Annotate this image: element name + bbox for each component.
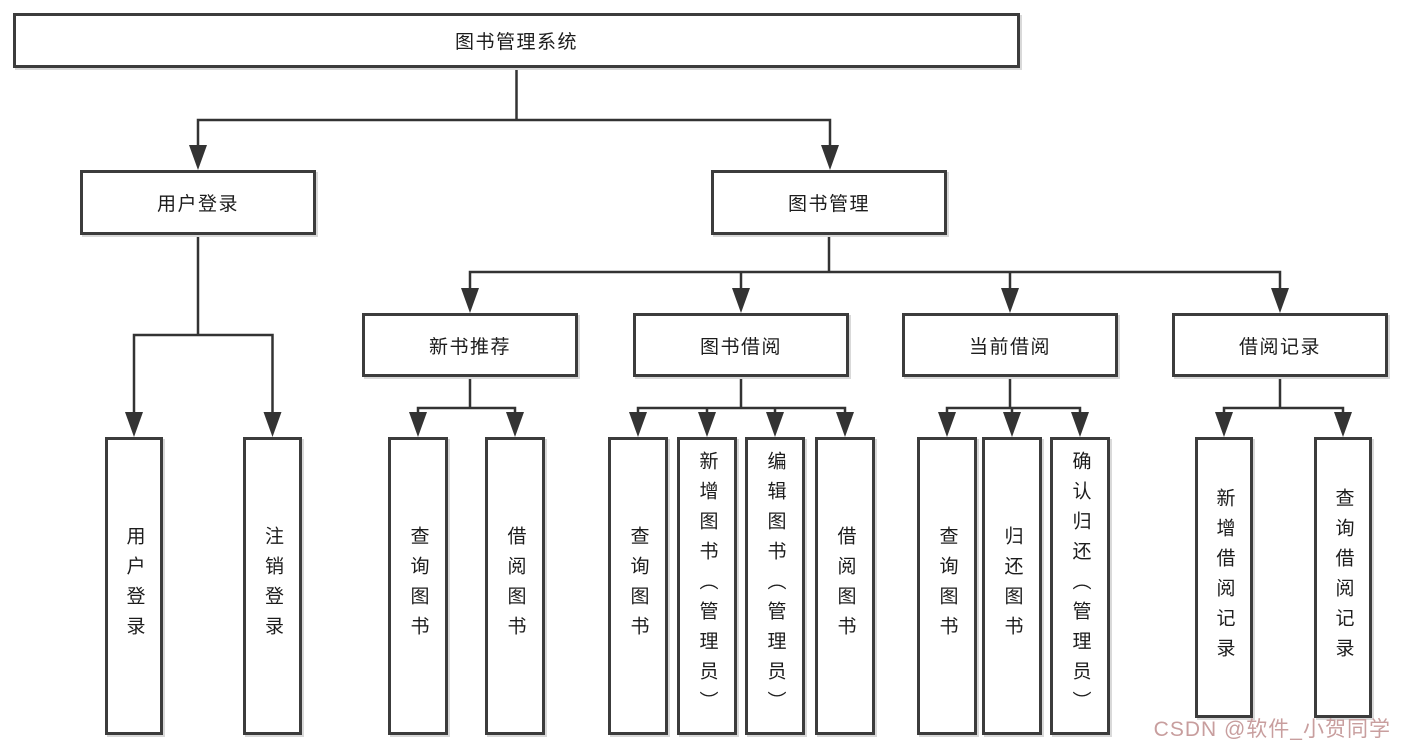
arrow-down-icon [1215,412,1233,437]
edge-borrow-records-group [1222,375,1345,416]
node-root-system: 图书管理系统 [13,13,1020,68]
leaf-return-books: 归还图书 [982,437,1042,735]
arrow-down-icon [1071,412,1089,437]
arrow-down-icon [821,145,839,170]
edge-new-book-group [416,375,517,416]
arrow-down-icon [1271,288,1289,313]
arrow-down-icon [125,412,143,437]
leaf-query-books: 查询图书 [608,437,668,735]
arrow-down-icon [766,412,784,437]
arrow-down-icon [461,288,479,313]
arrow-down-icon [263,412,282,437]
arrow-down-icon [1003,412,1021,437]
node-user-login: 用户登录 [80,170,316,235]
arrow-down-icon [698,412,716,437]
node-new-book-recommend: 新书推荐 [362,313,578,377]
leaf-borrow-books: 借阅图书 [815,437,875,735]
leaf-query-books: 查询图书 [388,437,448,735]
arrow-down-icon [506,412,524,437]
leaf-new-borrow-record: 新增借阅记录 [1195,437,1253,718]
arrow-down-icon [1001,288,1019,313]
edge-root-to-level2 [196,66,832,148]
arrow-down-icon [409,412,427,437]
arrow-down-icon [836,412,854,437]
leaf-query-books: 查询图书 [917,437,977,735]
leaf-confirm-return-admin: 确认归还（管理员） [1050,437,1110,735]
leaf-add-books-admin: 新增图书（管理员） [677,437,737,735]
arrow-down-icon [938,412,956,437]
arrow-down-icon [189,145,207,170]
node-book-management: 图书管理 [711,170,947,235]
leaf-edit-books-admin: 编辑图书（管理员） [745,437,805,735]
edge-user-login-group [132,233,274,415]
csdn-watermark: CSDN @软件_小贺同学 [1153,718,1391,741]
arrow-down-icon [629,412,647,437]
edge-book-borrow-group [636,375,847,416]
arrow-down-icon [732,288,750,313]
leaf-logout: 注销登录 [243,437,302,735]
node-borrowing-records: 借阅记录 [1172,313,1388,377]
edge-book-mgmt-group [468,233,1282,291]
arrow-down-icon [1334,412,1352,437]
node-current-borrowing: 当前借阅 [902,313,1118,377]
edge-current-borrow-group [945,375,1082,416]
leaf-borrow-books: 借阅图书 [485,437,545,735]
arrowheads [125,145,1352,437]
leaf-user-login: 用户登录 [105,437,163,735]
leaf-query-borrow-record: 查询借阅记录 [1314,437,1372,718]
node-book-borrowing: 图书借阅 [633,313,849,377]
